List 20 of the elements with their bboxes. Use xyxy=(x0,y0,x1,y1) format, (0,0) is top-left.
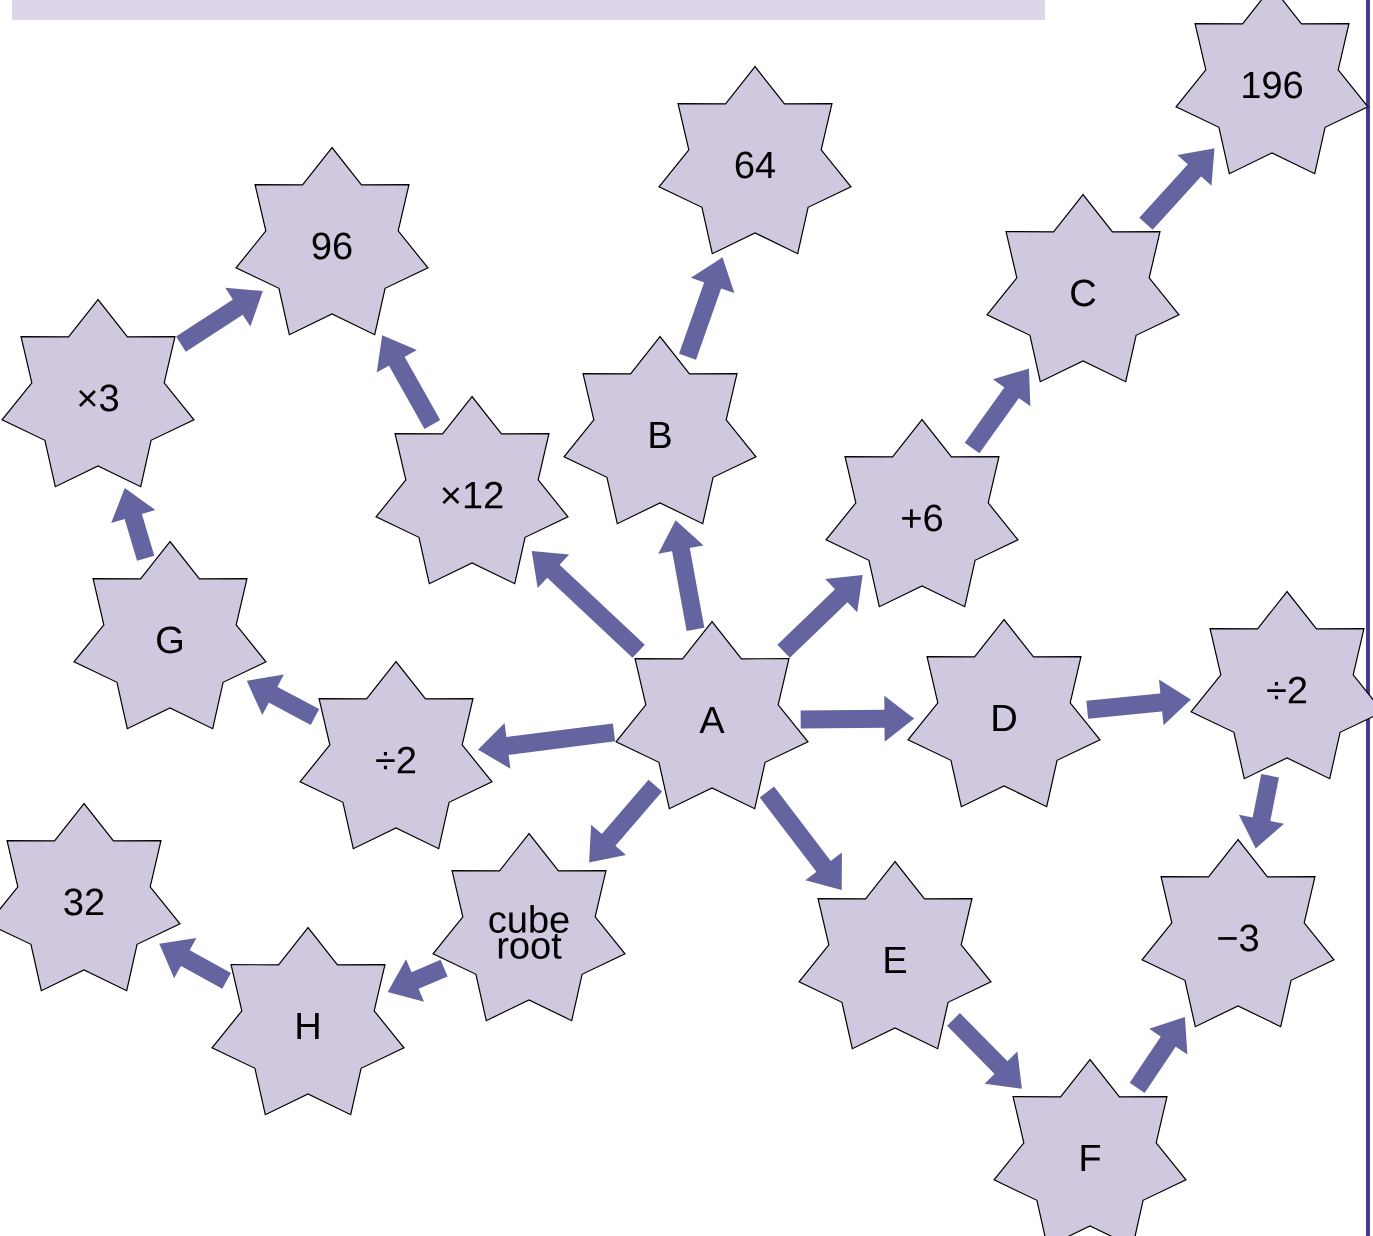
star-node: H xyxy=(211,926,405,1116)
star-node: 96 xyxy=(235,146,429,336)
star-node: 196 xyxy=(1175,0,1369,175)
star-node: ÷2 xyxy=(299,660,493,850)
star-node: cube root xyxy=(432,832,626,1022)
star-node: +6 xyxy=(825,418,1019,608)
star-node: −3 xyxy=(1141,838,1335,1028)
arrow xyxy=(947,1013,1022,1089)
star-node: 32 xyxy=(0,802,181,992)
star-node: G xyxy=(73,540,267,730)
star-node: ÷2 xyxy=(1190,590,1373,780)
star-node: 64 xyxy=(658,65,852,255)
star-node: ×12 xyxy=(375,395,569,585)
star-node: E xyxy=(798,860,992,1050)
star-node: B xyxy=(563,335,757,525)
star-node: A xyxy=(615,620,809,810)
star-node: ×3 xyxy=(1,298,195,488)
star-node: C xyxy=(986,193,1180,383)
star-node: D xyxy=(907,618,1101,808)
star-node: F xyxy=(993,1058,1187,1236)
